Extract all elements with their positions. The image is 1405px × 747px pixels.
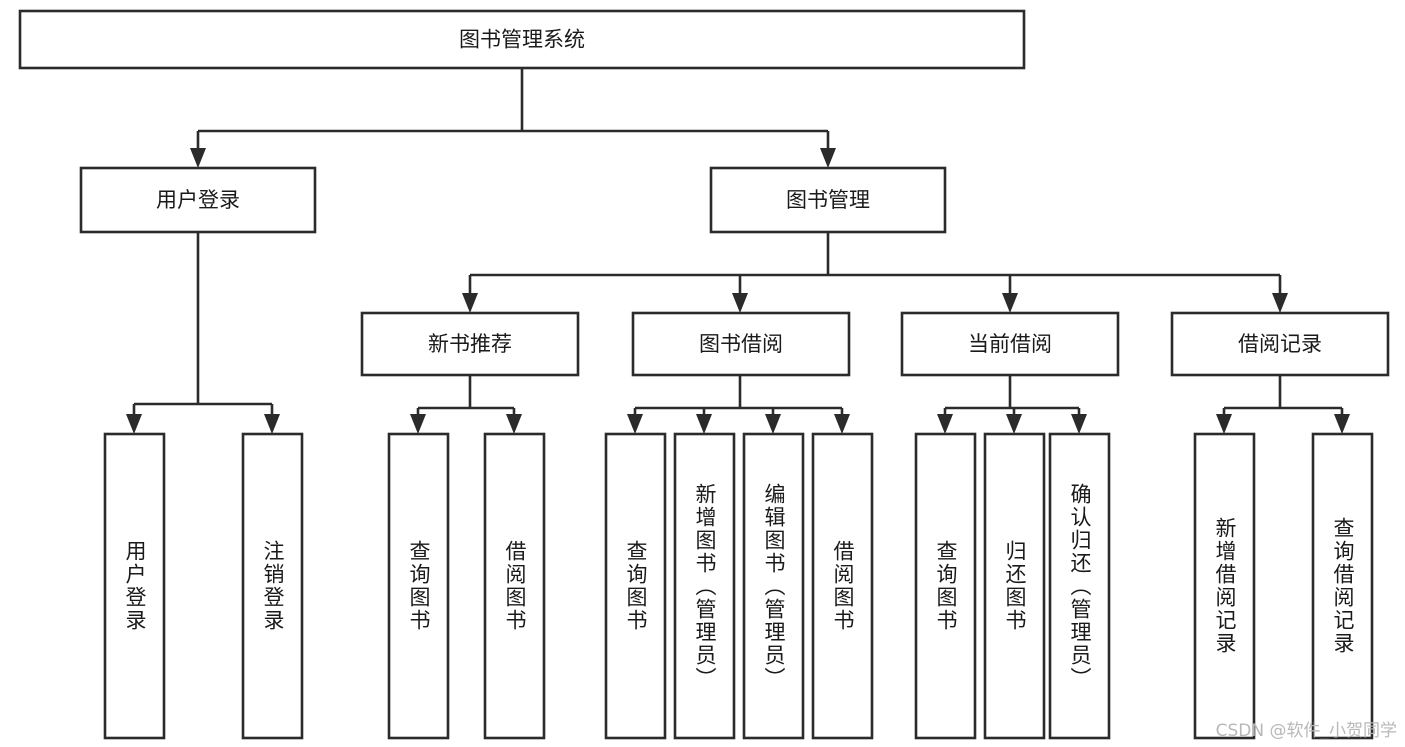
arrow-head-icon	[1002, 293, 1018, 313]
arrow-head-icon	[1216, 414, 1232, 434]
arrow-head-icon	[765, 414, 781, 434]
node-box[interactable]	[983, 432, 1046, 740]
node-box[interactable]	[18, 9, 1026, 70]
arrow-head-icon	[937, 414, 953, 434]
watermark-text: CSDN @软件_小贺同学	[1215, 721, 1397, 741]
leaf-node-leaf-borrow-book-1[interactable]	[483, 432, 546, 740]
connector-root-to-level2	[190, 68, 836, 168]
arrow-head-icon	[732, 293, 748, 313]
node-box[interactable]	[631, 311, 851, 377]
node-root[interactable]: 图书管理系统	[18, 9, 1026, 70]
node-box[interactable]	[241, 432, 304, 740]
arrow-head-icon	[1006, 414, 1022, 434]
node-box[interactable]	[483, 432, 546, 740]
node-box[interactable]	[360, 311, 580, 377]
node-borrow-record[interactable]: 借阅记录	[1170, 311, 1390, 377]
node-label: 新书推荐	[428, 332, 512, 356]
arrow-head-icon	[820, 148, 836, 168]
node-box[interactable]	[604, 432, 667, 740]
leaf-node-leaf-user-login[interactable]	[103, 432, 166, 740]
leaf-node-leaf-query-book-2[interactable]	[604, 432, 667, 740]
arrow-head-icon	[410, 414, 426, 434]
connector-record-to-leaves	[1216, 375, 1350, 434]
node-box[interactable]	[79, 166, 317, 234]
node-box[interactable]	[1170, 311, 1390, 377]
arrow-head-icon	[1272, 293, 1288, 313]
node-box[interactable]	[673, 432, 736, 740]
connector-recommend-to-leaves	[410, 375, 522, 434]
node-box[interactable]	[1311, 432, 1374, 740]
node-label: 图书管理	[786, 188, 870, 212]
leaf-node-leaf-confirm-return[interactable]	[1048, 432, 1111, 740]
node-label: 借阅记录	[1238, 332, 1322, 356]
node-label: 图书管理系统	[459, 28, 585, 52]
node-book-manage[interactable]: 图书管理	[709, 166, 947, 234]
node-label: 用户登录	[156, 188, 240, 212]
leaf-node-leaf-logout[interactable]	[241, 432, 304, 740]
node-book-borrow[interactable]: 图书借阅	[631, 311, 851, 377]
arrow-head-icon	[627, 414, 643, 434]
node-box[interactable]	[811, 432, 874, 740]
arrow-head-icon	[506, 414, 522, 434]
node-box[interactable]	[387, 432, 450, 740]
arrow-head-icon	[126, 414, 142, 434]
arrow-head-icon	[1071, 414, 1087, 434]
node-new-book-recommend[interactable]: 新书推荐	[360, 311, 580, 377]
leaf-node-leaf-query-book-1[interactable]	[387, 432, 450, 740]
node-current-borrow[interactable]: 当前借阅	[900, 311, 1120, 377]
node-box[interactable]	[742, 432, 805, 740]
leaf-node-leaf-edit-book[interactable]	[742, 432, 805, 740]
node-box[interactable]	[914, 432, 977, 740]
arrow-head-icon	[1334, 414, 1350, 434]
leaf-node-leaf-query-book-3[interactable]	[914, 432, 977, 740]
node-box[interactable]	[1193, 432, 1256, 740]
node-box[interactable]	[103, 432, 166, 740]
connector-current-to-leaves	[937, 375, 1087, 434]
node-box[interactable]	[900, 311, 1120, 377]
connector-borrow-to-leaves	[627, 375, 850, 434]
leaf-node-leaf-add-record[interactable]	[1193, 432, 1256, 740]
leaf-node-leaf-add-book[interactable]	[673, 432, 736, 740]
connector-book-manage-to-level3	[462, 232, 1288, 313]
arrow-head-icon	[696, 414, 712, 434]
node-box[interactable]	[709, 166, 947, 234]
arrow-head-icon	[462, 293, 478, 313]
leaf-node-leaf-borrow-book-2[interactable]	[811, 432, 874, 740]
leaf-node-leaf-return-book[interactable]	[983, 432, 1046, 740]
leaf-node-leaf-query-record[interactable]	[1311, 432, 1374, 740]
arrow-head-icon	[834, 414, 850, 434]
node-box[interactable]	[1048, 432, 1111, 740]
connector-user-login-to-leaves	[126, 232, 280, 434]
connectors-layer	[126, 68, 1350, 434]
node-label: 当前借阅	[968, 332, 1052, 356]
arrow-head-icon	[264, 414, 280, 434]
node-user-login[interactable]: 用户登录	[79, 166, 317, 234]
arrow-head-icon	[190, 148, 206, 168]
node-label: 图书借阅	[699, 332, 783, 356]
